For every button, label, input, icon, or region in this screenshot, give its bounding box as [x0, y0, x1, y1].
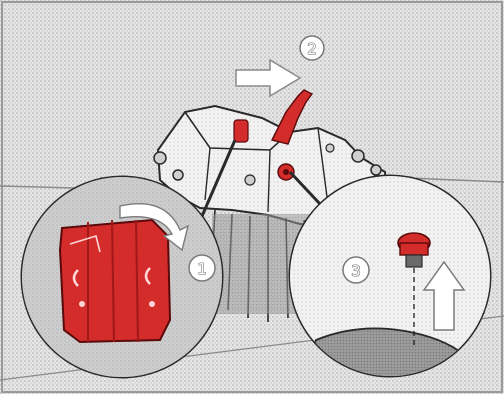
callout-3: 3 — [343, 257, 369, 283]
detail-circle-right: 3 — [290, 176, 490, 380]
lever-handle-part — [60, 220, 170, 342]
detail-circle-left: 1 — [22, 177, 222, 377]
callout-1: 1 — [189, 255, 215, 281]
callout-1-label: 1 — [197, 260, 207, 278]
callout-3-label: 3 — [351, 262, 361, 280]
callout-2-label: 2 — [307, 40, 317, 58]
callout-2: 2 — [300, 36, 324, 60]
